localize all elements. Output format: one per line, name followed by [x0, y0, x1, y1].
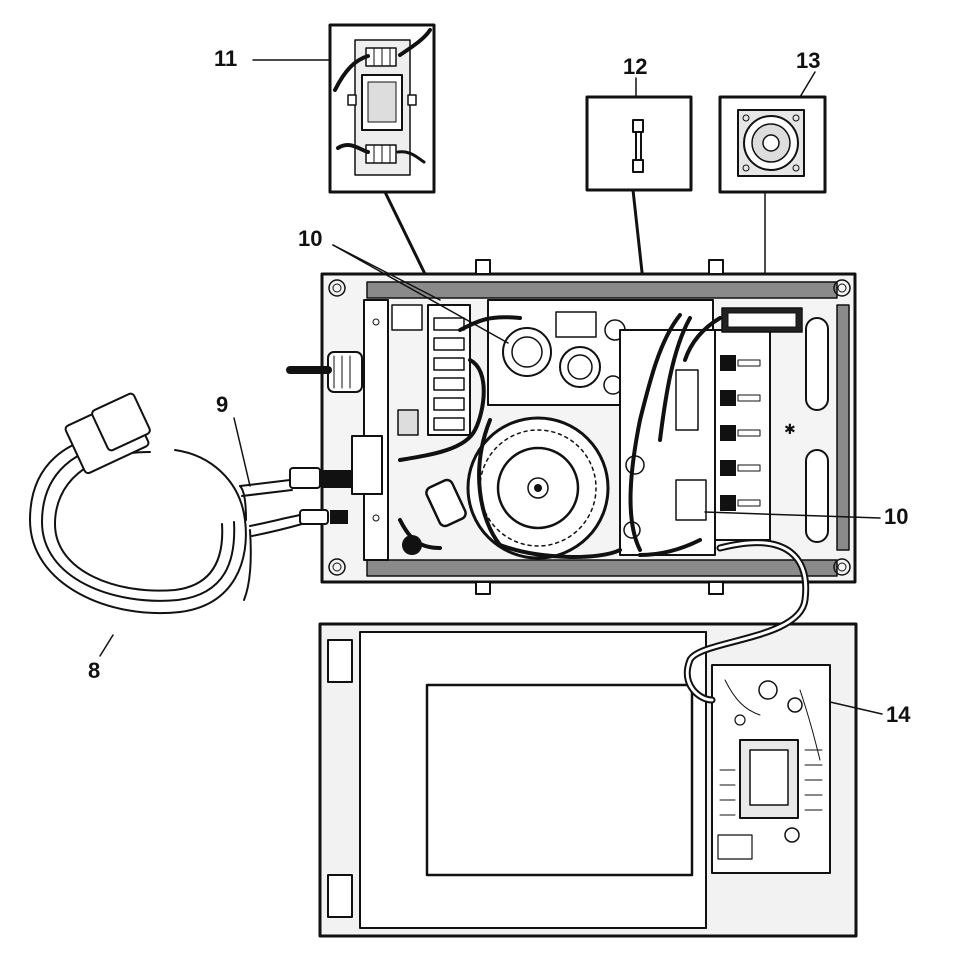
svg-text:✱: ✱: [784, 422, 796, 438]
callout-9: 9: [216, 392, 229, 417]
detail-box-transformer: [328, 23, 436, 194]
toroidal-transformer-icon: [466, 416, 610, 560]
detail-box-fan: [718, 95, 827, 194]
callout-14: 14: [886, 702, 911, 727]
callout-11: 11: [214, 46, 238, 71]
callout-8: 8: [88, 658, 101, 683]
callout-10-right: 10: [884, 504, 909, 529]
power-cable: [29, 431, 303, 615]
power-cord-icon: [286, 351, 383, 525]
callout-13: 13: [796, 48, 821, 73]
control-board-icon: [711, 664, 831, 874]
detail-box-fuse: [585, 95, 693, 192]
driver-board: [619, 307, 803, 556]
plug-icon: [64, 392, 151, 475]
callout-10-top: 10: [298, 226, 323, 251]
callout-12: 12: [623, 54, 648, 79]
